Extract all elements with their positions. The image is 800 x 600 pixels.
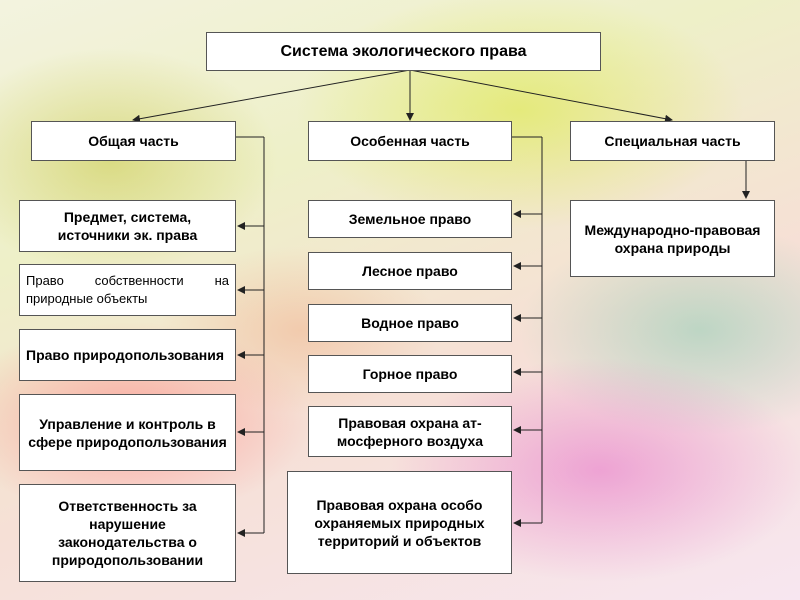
specialized-item-1: Международно-правовая охрана природы bbox=[570, 200, 775, 277]
special-item-2: Лесное право bbox=[308, 252, 512, 290]
special-item-5: Правовая охрана ат-мосферного воздуха bbox=[308, 406, 512, 457]
special-item-1: Земельное право bbox=[308, 200, 512, 238]
special-item-6-label: Правовая охрана особо охраняемых природн… bbox=[314, 496, 485, 549]
special-item-3: Водное право bbox=[308, 304, 512, 342]
general-item-3-label: Право природопользования bbox=[26, 347, 224, 363]
part-specialized: Специальная часть bbox=[570, 121, 775, 161]
special-item-6: Правовая охрана особо охраняемых природн… bbox=[287, 471, 512, 574]
general-item-4-label: Управление и контроль в сфере природопол… bbox=[28, 415, 227, 450]
special-item-1-label: Земельное право bbox=[348, 211, 472, 227]
special-item-4: Горное право bbox=[308, 355, 512, 393]
special-item-5-label: Правовая охрана ат-мосферного воздуха bbox=[336, 414, 484, 449]
part-general-label: Общая часть bbox=[88, 133, 179, 149]
arrow-to-general bbox=[132, 69, 411, 123]
general-item-3: Право природопользования bbox=[19, 329, 236, 381]
diagram-title: Система экологического права bbox=[206, 32, 601, 71]
arrow-to-specialized bbox=[409, 69, 673, 123]
diagram-title-text: Система экологического права bbox=[280, 42, 527, 60]
special-item-4-label: Горное право bbox=[362, 366, 458, 382]
special-item-3-label: Водное право bbox=[361, 315, 459, 331]
part-special-label: Особенная часть bbox=[350, 133, 470, 149]
general-item-5-label: Ответственность за нарушение законодател… bbox=[51, 498, 204, 568]
specialized-item-1-label: Международно-правовая охрана природы bbox=[584, 221, 761, 256]
general-item-4: Управление и контроль в сфере природопол… bbox=[19, 394, 236, 471]
part-general: Общая часть bbox=[31, 121, 236, 161]
general-item-2: Право собственности на природные объекты bbox=[19, 264, 236, 316]
general-item-1: Предмет, система, источники эк. права bbox=[19, 200, 236, 252]
special-item-2-label: Лесное право bbox=[362, 263, 458, 279]
general-item-2-label: Право собственности на природные объекты bbox=[26, 273, 229, 306]
general-item-5: Ответственность за нарушение законодател… bbox=[19, 484, 236, 582]
part-specialized-label: Специальная часть bbox=[604, 133, 741, 149]
part-special: Особенная часть bbox=[308, 121, 512, 161]
general-item-1-label: Предмет, система, источники эк. права bbox=[57, 209, 198, 243]
